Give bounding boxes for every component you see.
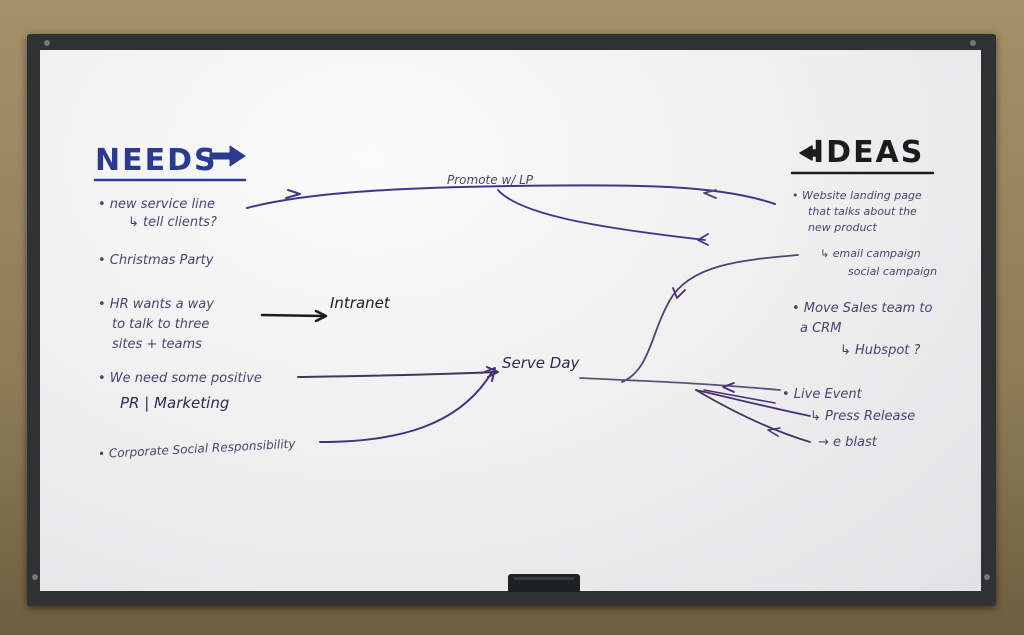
- pr-to-serveday-line: [297, 371, 496, 378]
- eraser: [508, 574, 580, 592]
- promote-branch-line: [497, 189, 706, 241]
- frame-screw: [970, 40, 976, 46]
- idea-item-social-campaign: social campaign: [848, 265, 938, 278]
- frame-screw: [32, 574, 38, 580]
- connector-lines: [93, 145, 935, 443]
- fan-line: [703, 389, 776, 404]
- idea-item-landing-page-1: • Website landing page: [792, 189, 922, 202]
- need-item-positive-pr: • We need some positive: [98, 371, 262, 386]
- arrowhead-icon: [697, 233, 709, 246]
- arrowhead-icon: [722, 382, 735, 393]
- csr-to-serveday-line: [319, 371, 493, 443]
- idea-item-landing-page-2: that talks about the: [808, 205, 917, 218]
- arrowhead-icon: [285, 189, 301, 199]
- arrowhead-icon: [703, 189, 717, 199]
- ideas-heading: IDEAS: [813, 135, 925, 170]
- need-item-hr-line3: sites + teams: [112, 337, 202, 352]
- eblast-line: [695, 389, 811, 443]
- arrowhead-icon: [672, 287, 686, 299]
- arrowhead-icon: [314, 309, 328, 323]
- whiteboard-surface: NEEDS • new service line ↳ tell clients?…: [40, 50, 981, 591]
- idea-item-eblast: → e blast: [818, 435, 877, 450]
- frame-screw: [44, 40, 50, 46]
- serve-day-label: Serve Day: [502, 354, 580, 372]
- intranet-label: Intranet: [330, 294, 390, 312]
- campaign-to-serveday-line: [621, 254, 799, 383]
- intranet-line: [260, 313, 325, 318]
- idea-item-crm-line2: a CRM: [800, 321, 842, 336]
- need-item-tell-clients: ↳ tell clients?: [128, 215, 217, 230]
- idea-item-landing-page-3: new product: [808, 221, 877, 234]
- idea-item-press-release: ↳ Press Release: [810, 409, 916, 424]
- idea-item-live-event: • Live Event: [782, 387, 862, 402]
- need-item-hr-line2: to talk to three: [112, 317, 210, 332]
- idea-item-hubspot: ↳ Hubspot ?: [840, 343, 921, 358]
- promote-line: [246, 184, 776, 209]
- need-item-pr-marketing: PR | Marketing: [120, 394, 230, 412]
- need-item-hr-line1: • HR wants a way: [98, 297, 214, 312]
- idea-item-email-campaign: ↳ email campaign: [820, 247, 921, 260]
- arrowhead-icon: [767, 427, 781, 437]
- idea-item-crm-line1: • Move Sales team to: [792, 301, 933, 316]
- need-item-service-line: • new service line: [98, 197, 215, 212]
- press-release-line: [695, 389, 811, 417]
- frame-screw: [984, 574, 990, 580]
- promote-label: Promote w/ LP: [447, 173, 534, 187]
- need-item-christmas-party: • Christmas Party: [98, 253, 214, 268]
- arrowhead-icon: [481, 367, 496, 382]
- needs-arrow-icon: [209, 145, 246, 167]
- ideas-arrow-icon: [799, 145, 817, 161]
- needs-heading: NEEDS: [95, 143, 218, 178]
- serveday-to-live-event-line: [579, 377, 781, 391]
